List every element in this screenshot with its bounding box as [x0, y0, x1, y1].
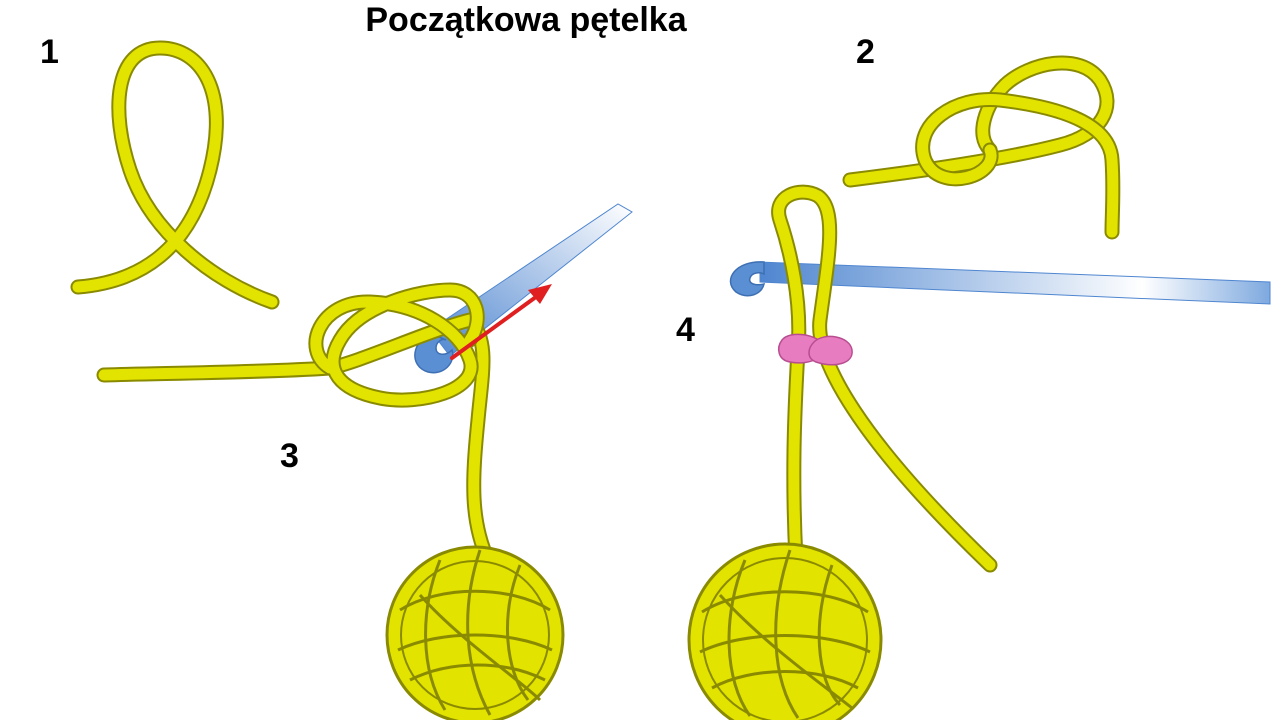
step3-yarn: [96, 282, 496, 568]
diagram-title: Początkowa pętelka: [365, 1, 687, 39]
step-number-1: 1: [40, 33, 59, 71]
step4-yarn-loop: [771, 184, 998, 573]
step4-yarn-ball: [687, 542, 883, 720]
step2-yarn-knot: [842, 55, 1121, 240]
step-number-2: 2: [856, 33, 875, 71]
step4-slip-knot-marker: [777, 333, 853, 366]
step4-hook: [729, 261, 1271, 305]
step3-direction-arrow: [450, 284, 552, 360]
step-number-3: 3: [280, 437, 299, 475]
step3-yarn-ball: [385, 545, 565, 720]
step-number-4: 4: [676, 311, 695, 349]
step1-yarn-loop: [70, 40, 280, 310]
